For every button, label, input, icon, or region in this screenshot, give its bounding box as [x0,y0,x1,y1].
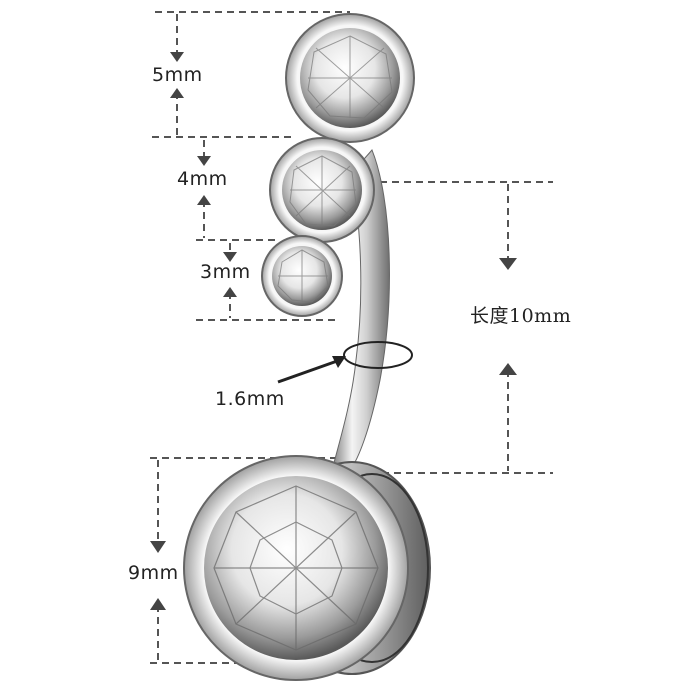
thickness-ring [343,341,413,369]
bottom-gem [183,455,431,681]
bottom-gem-size-label: 9mm [128,562,179,584]
small-gem [261,235,343,317]
top-gem [285,13,415,143]
arrow-heads [150,52,517,610]
small-gem-size-label: 3mm [200,261,251,283]
top-gem-size-label: 5mm [152,64,203,86]
bar-thickness-label: 1.6mm [215,388,285,410]
length-label: 长度10mm [470,305,572,327]
middle-gem-size-label: 4mm [177,168,228,190]
middle-gem [269,137,375,243]
